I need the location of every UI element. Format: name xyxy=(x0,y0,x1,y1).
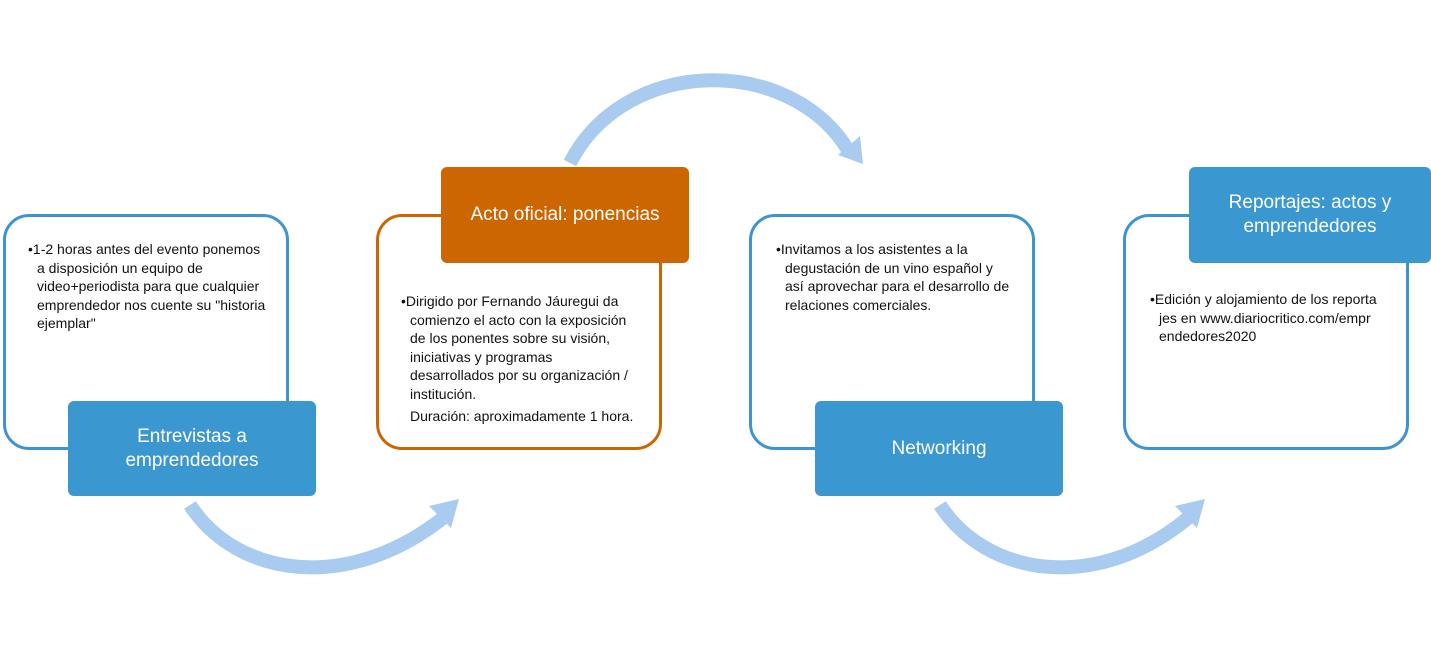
card-networking-text: •Invitamos a los asistentes a la degusta… xyxy=(776,240,1011,314)
bullet-entrevistas: •1-2 horas antes del evento ponemos a di… xyxy=(28,241,266,331)
arrow-1-to-2 xyxy=(184,501,448,575)
arrow-3-to-4 xyxy=(934,501,1193,575)
bullet-acto-oficial: •Dirigido por Fernando Jáuregui da comie… xyxy=(401,293,628,402)
arrowhead-2 xyxy=(838,136,863,164)
label-reportajes: Reportajes: actos y emprendedores xyxy=(1189,167,1431,263)
label-networking: Networking xyxy=(815,401,1063,496)
card-reportajes-text: •Edición y alojamiento de los reportajes… xyxy=(1150,290,1378,346)
arrow-2-to-3 xyxy=(563,73,854,167)
card-acto-oficial-text: •Dirigido por Fernando Jáuregui da comie… xyxy=(401,292,636,426)
arrowhead-1 xyxy=(429,499,459,528)
label-acto-oficial: Acto oficial: ponencias xyxy=(441,167,689,263)
label-entrevistas: Entrevistas a emprendedores xyxy=(68,401,316,496)
note-duracion: Duración: aproximadamente 1 hora. xyxy=(410,408,634,424)
card-entrevistas-text: •1-2 horas antes del evento ponemos a di… xyxy=(28,240,268,333)
bullet-reportajes: •Edición y alojamiento de los reportajes… xyxy=(1150,291,1377,344)
arrowhead-3 xyxy=(1175,499,1205,528)
bullet-networking: •Invitamos a los asistentes a la degusta… xyxy=(776,241,1010,313)
